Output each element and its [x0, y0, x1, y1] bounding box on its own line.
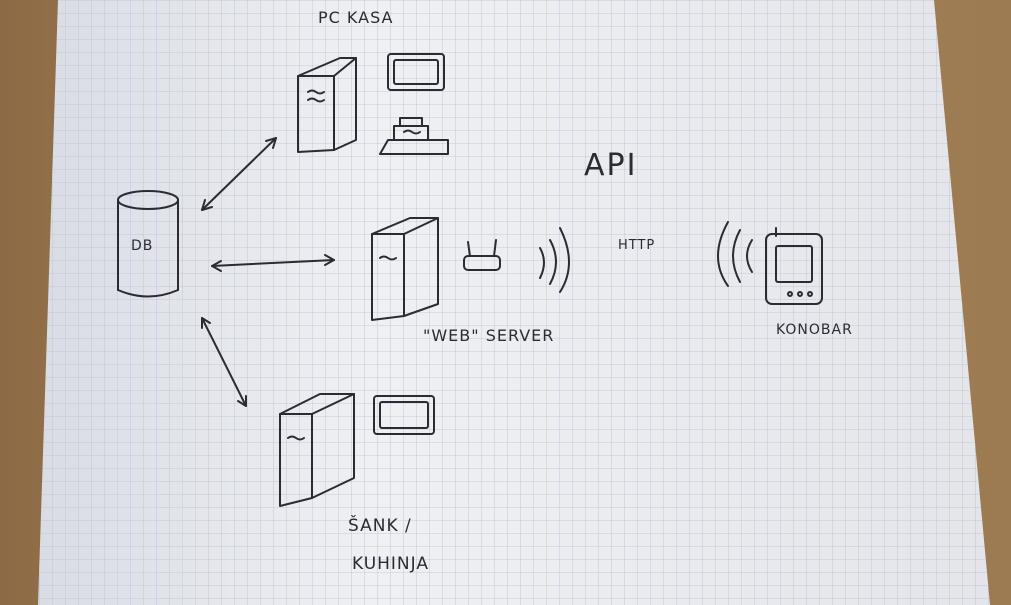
api-label: API: [584, 148, 638, 183]
sank-label: ŠANK /: [348, 516, 412, 536]
sank-kuhinja-monitor-icon: [373, 395, 435, 435]
konobar-label: KONOBAR: [776, 322, 853, 338]
pc-kasa-tower-icon: [297, 57, 357, 153]
receipt-printer-icon: [379, 117, 449, 155]
db-label: DB: [131, 238, 154, 254]
konobar-wireless-signal-icon: [717, 221, 753, 287]
database-icon: [117, 190, 179, 298]
sank-kuhinja-tower-icon: [279, 393, 355, 507]
kuhinja-label: KUHINJA: [352, 554, 429, 574]
arrow-db-web-server: [211, 254, 335, 272]
web-server-tower-icon: [371, 217, 439, 321]
arrow-db-pc-kasa: [201, 137, 277, 211]
server-wireless-signal-icon: [539, 227, 570, 293]
http-label: HTTP: [618, 238, 656, 253]
pc-kasa-monitor-icon: [387, 53, 445, 91]
arrow-db-sank-kuhinja: [201, 317, 247, 407]
router-icon: [463, 239, 501, 271]
web-server-label: "WEB" SERVER: [423, 326, 555, 345]
pc-kasa-label: PC KASA: [318, 8, 394, 27]
pda-icon: [765, 227, 823, 305]
